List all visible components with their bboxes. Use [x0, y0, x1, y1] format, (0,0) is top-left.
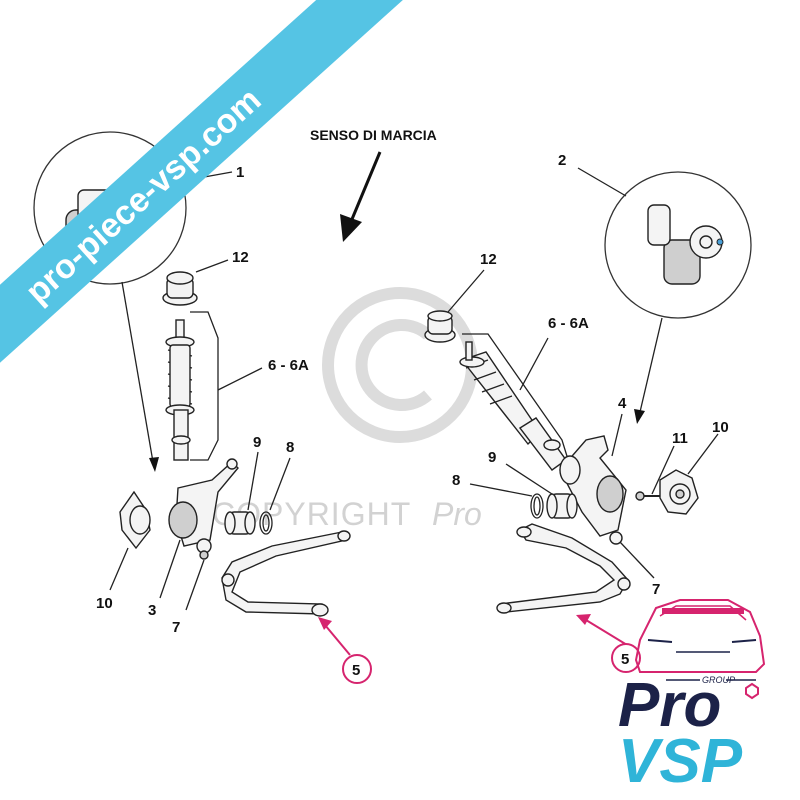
shock-absorber-right: [459, 341, 567, 471]
bump-stop-left: [162, 271, 198, 306]
pointer-arrow-right-icon: [634, 317, 663, 424]
part-label-10-left: 10: [96, 595, 113, 612]
hub-flange-left: [119, 490, 151, 550]
seal-ring-right: [530, 493, 544, 519]
bush-right: [546, 493, 578, 519]
part-label-5-right: 5: [621, 651, 629, 668]
part-label-7-left: 7: [172, 619, 180, 636]
part-label-6-6a-right: 6 - 6A: [548, 315, 589, 332]
part-label-12-right: 12: [480, 251, 497, 268]
part-label-9-right: 9: [488, 449, 496, 466]
car-outline-icon: [634, 599, 766, 673]
hub-carrier-left: [168, 458, 239, 560]
control-arm-right: [496, 523, 631, 614]
pointer-arrow-highlight-left-icon: [318, 617, 351, 656]
bush-left: [224, 511, 256, 535]
hub-carrier-right: [559, 435, 627, 545]
direction-arrow-icon: [340, 151, 382, 242]
pro-vsp-logo: GROUP Pro VSP: [618, 599, 766, 796]
part-label-5-left: 5: [352, 662, 360, 679]
part-label-7-right: 7: [652, 581, 660, 598]
logo-group-text: GROUP: [702, 675, 735, 685]
part-label-1: 1: [236, 164, 244, 181]
logo-pro-text: Pro: [618, 671, 721, 740]
seal-ring-left: [259, 511, 273, 535]
hub-flange-right: [659, 469, 699, 515]
callout-circle-left: [342, 654, 372, 684]
part-label-10-right: 10: [712, 419, 729, 436]
copyright-brand: Pro: [432, 496, 482, 532]
control-arm-left: [221, 530, 351, 617]
logo-hex-icon: [745, 682, 759, 700]
direction-label: SENSO DI MARCIA: [310, 127, 437, 143]
logo-vsp-text: VSP: [618, 727, 743, 796]
part-label-12-left: 12: [232, 249, 249, 266]
part-label-4: 4: [618, 395, 627, 412]
part-label-9-left: 9: [253, 434, 261, 451]
part-label-6-6a-left: 6 - 6A: [268, 357, 309, 374]
part-label-8-right: 8: [452, 472, 460, 489]
callout-circle-right: [611, 643, 641, 673]
pointer-arrow-icon: [121, 281, 159, 472]
part-label-11: 11: [672, 430, 688, 447]
part-label-8-left: 8: [286, 439, 294, 456]
detail-circle-right: [604, 171, 752, 319]
bump-stop-right: [424, 310, 456, 343]
pointer-arrow-highlight-right-icon: [576, 614, 633, 649]
part-label-2: 2: [558, 152, 566, 169]
part-label-3: 3: [148, 602, 156, 619]
shock-absorber-left: [165, 319, 195, 461]
